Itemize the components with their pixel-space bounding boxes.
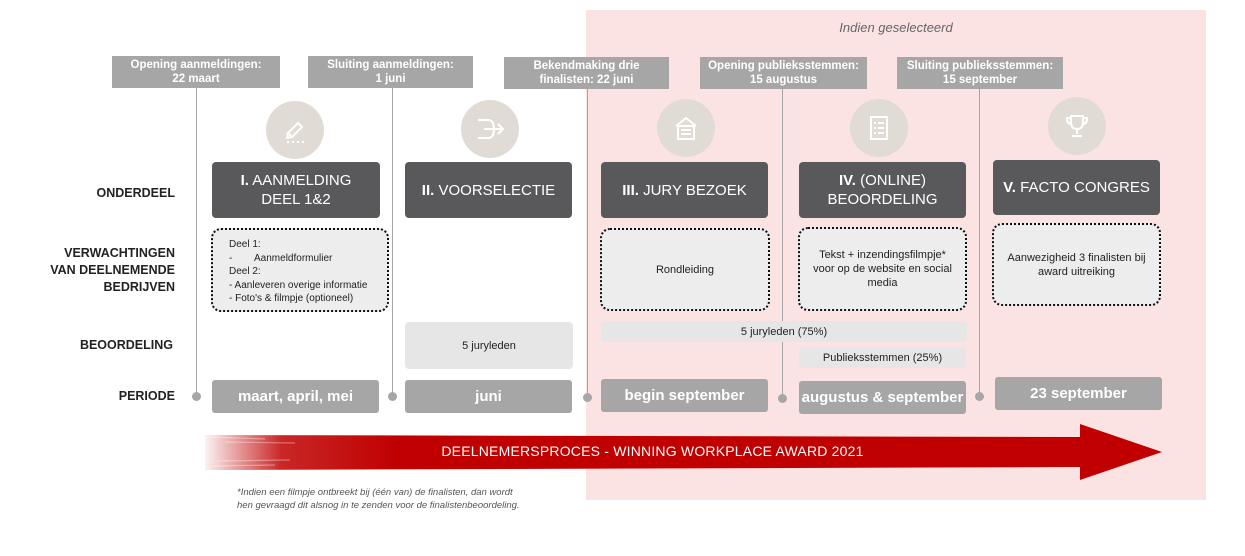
checklist-icon bbox=[850, 99, 908, 157]
row-label-line: BEDRIJVEN bbox=[103, 280, 175, 294]
phase-jury-bezoek: III. JURY BEZOEK bbox=[601, 162, 768, 218]
phase-number: IV. bbox=[839, 172, 856, 189]
phase-number: II. bbox=[421, 181, 435, 199]
footnote-line: *Indien een filmpje ontbreekt bij (één v… bbox=[237, 487, 513, 498]
process-arrow-label: DEELNEMERSPROCES - WINNING WORKPLACE AWA… bbox=[441, 443, 864, 459]
pencil-icon bbox=[266, 101, 324, 159]
milestone-line-3 bbox=[587, 89, 588, 396]
phase-title: FACTO CONGRES bbox=[1020, 179, 1150, 196]
period-online-beoordeling: augustus & september bbox=[799, 381, 966, 414]
milestone-line-4 bbox=[782, 89, 783, 396]
period-aanmelding: maart, april, mei bbox=[212, 380, 379, 413]
period-facto-congres: 23 september bbox=[995, 377, 1162, 410]
process-arrow bbox=[205, 424, 1162, 480]
selected-region-label: Indien geselecteerd bbox=[839, 20, 953, 35]
phase-title: AANMELDING bbox=[252, 172, 352, 189]
phase-subtitle: BEOORDELING bbox=[827, 191, 938, 208]
phase-aanmelding: I. AANMELDING DEEL 1&2 bbox=[212, 162, 380, 218]
expectation-jury: Rondleiding bbox=[600, 228, 770, 311]
expectation-line: Deel 2: bbox=[229, 266, 261, 277]
phase-facto-congres: V. FACTO CONGRES bbox=[993, 160, 1160, 215]
milestone-opening-public-vote: Opening publieksstemmen: 15 augustus bbox=[700, 57, 867, 89]
milestone-date: 1 juni bbox=[375, 73, 406, 85]
expectation-congres: Aanwezigheid 3 finalisten bij award uitr… bbox=[992, 223, 1161, 306]
building-icon bbox=[657, 99, 715, 157]
milestone-line-2 bbox=[392, 87, 393, 396]
milestone-label: Opening aanmeldingen: bbox=[130, 59, 262, 71]
milestone-dot-4 bbox=[778, 394, 787, 403]
assessment-jury: 5 juryleden (75%) bbox=[601, 321, 967, 342]
row-label-beoordeling: BEOORDELING bbox=[79, 338, 173, 352]
footnote: *Indien een filmpje ontbreekt bij (één v… bbox=[237, 486, 577, 512]
phase-number: V. bbox=[1003, 179, 1016, 196]
expectation-line: - Foto's & filmpje (optioneel) bbox=[229, 293, 354, 304]
milestone-dot-5 bbox=[975, 392, 984, 401]
milestone-date: finalisten: 22 juni bbox=[539, 74, 634, 86]
milestone-date: 15 september bbox=[942, 74, 1018, 86]
milestone-opening-registrations: Opening aanmeldingen: 22 maart bbox=[112, 56, 280, 88]
phase-title: JURY BEZOEK bbox=[643, 181, 747, 199]
milestone-dot-3 bbox=[583, 393, 592, 402]
row-label-verwachtingen: VERWACHTINGEN VAN DEELNEMENDE BEDRIJVEN bbox=[30, 245, 175, 296]
milestone-label: Bekendmaking drie bbox=[533, 60, 640, 72]
milestone-line-5 bbox=[979, 89, 980, 396]
milestone-line-1 bbox=[196, 87, 197, 396]
milestone-finalists-announcement: Bekendmaking drie finalisten: 22 juni bbox=[504, 57, 669, 89]
expectation-aanmelding: Deel 1: - Aanmeldformulier Deel 2: - Aan… bbox=[211, 228, 389, 312]
milestone-closing-registrations: Sluiting aanmeldingen: 1 juni bbox=[308, 56, 473, 88]
milestone-label: Opening publieksstemmen: bbox=[708, 60, 859, 72]
period-voorselectie: juni bbox=[405, 380, 572, 413]
expectation-line: - Aanmeldformulier bbox=[229, 252, 333, 264]
row-label-onderdeel: ONDERDEEL bbox=[96, 186, 175, 200]
period-jury-bezoek: begin september bbox=[601, 379, 768, 412]
arrow-icon bbox=[461, 100, 519, 158]
milestone-dot-1 bbox=[192, 392, 201, 401]
expectation-online: Tekst + inzendingsfilmpje* voor op de we… bbox=[798, 227, 967, 311]
milestone-dot-2 bbox=[388, 392, 397, 401]
milestone-date: 22 maart bbox=[172, 73, 220, 85]
trophy-icon bbox=[1048, 97, 1106, 155]
row-label-line: VAN DEELNEMENDE bbox=[50, 263, 175, 277]
row-label-line: VERWACHTINGEN bbox=[64, 246, 175, 260]
expectation-line: Deel 1: bbox=[229, 239, 261, 250]
assessment-public: Publieksstemmen (25%) bbox=[799, 347, 966, 368]
phase-subtitle: DEEL 1&2 bbox=[261, 191, 331, 208]
expectation-line: - Aanleveren overige informatie bbox=[229, 279, 368, 291]
assessment-voorselectie: 5 juryleden bbox=[405, 322, 573, 369]
milestone-date: 15 augustus bbox=[749, 74, 818, 86]
milestone-label: Sluiting publieksstemmen: bbox=[906, 60, 1054, 72]
phase-title: (ONLINE) bbox=[860, 172, 926, 189]
row-label-periode: PERIODE bbox=[118, 389, 175, 403]
phase-number: III. bbox=[622, 181, 639, 199]
footnote-line: hen gevraagd dit alsnog in te zenden voo… bbox=[237, 500, 520, 511]
phase-online-beoordeling: IV. (ONLINE) BEOORDELING bbox=[799, 162, 966, 218]
phase-title: VOORSELECTIE bbox=[438, 181, 556, 199]
milestone-closing-public-vote: Sluiting publieksstemmen: 15 september bbox=[897, 57, 1063, 89]
phase-number: I. bbox=[240, 172, 249, 189]
milestone-label: Sluiting aanmeldingen: bbox=[327, 59, 454, 71]
phase-voorselectie: II. VOORSELECTIE bbox=[405, 162, 572, 218]
